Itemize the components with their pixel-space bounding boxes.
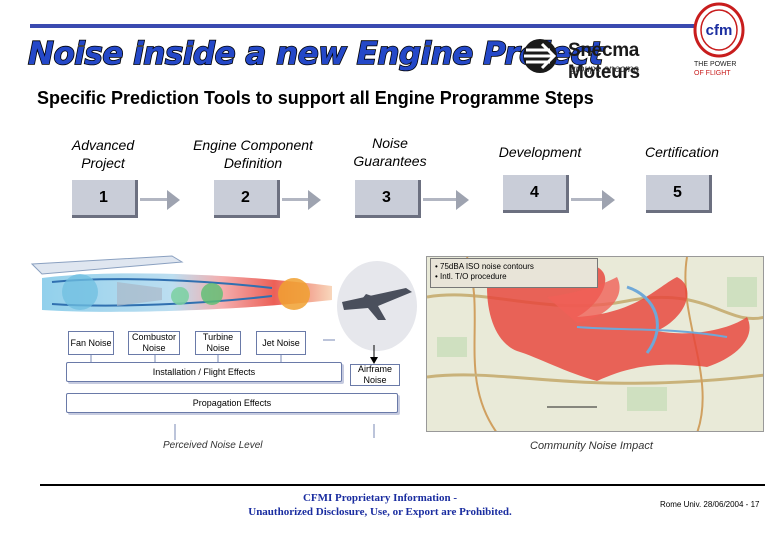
cfm-logo-icon: cfm — [693, 2, 745, 58]
cfm-tagline: THE POWER OF FLIGHT — [694, 60, 754, 78]
footer-rule — [40, 484, 765, 486]
subtitle: Specific Prediction Tools to support all… — [37, 88, 594, 108]
step-arrow-icon — [308, 190, 321, 210]
installation-effects-box: Installation / Flight Effects — [66, 362, 342, 382]
airframe-illustration — [337, 261, 417, 351]
proprietary-notice-line1: CFMI Proprietary Information - — [302, 492, 458, 504]
cfm-logo-text: cfm — [706, 22, 733, 39]
fan-noise-box: Fan Noise — [68, 331, 114, 355]
noise-contour-map — [426, 256, 764, 432]
map-image — [427, 257, 763, 431]
step-connector — [282, 198, 310, 201]
step-label-2: Engine Component Definition — [193, 137, 313, 171]
propagation-effects-box: Propagation Effects — [66, 393, 398, 413]
step-connector — [571, 198, 604, 201]
map-legend: • 75dBA ISO noise contours • Intl. T/O p… — [430, 258, 598, 288]
header-rule — [30, 24, 695, 28]
map-legend-line1: • 75dBA ISO noise contours — [435, 262, 534, 271]
community-noise-caption: Community Noise Impact — [530, 440, 653, 452]
turbine-noise-box: Turbine Noise — [195, 331, 241, 355]
step-box-1: 1 — [72, 180, 138, 218]
step-arrow-icon — [167, 190, 180, 210]
step-box-4: 4 — [503, 175, 569, 213]
connector-lines — [90, 339, 378, 440]
step-label-3: Noise Guarantees — [353, 135, 427, 169]
proprietary-notice-line2: Unauthorized Disclosure, Use, or Export … — [248, 506, 512, 518]
snecma-emblem-icon — [523, 39, 557, 73]
step-arrow-icon — [602, 190, 615, 210]
step-connector — [140, 198, 170, 201]
step-connector — [423, 198, 458, 201]
combustor-noise-box: Combustor Noise — [128, 331, 180, 355]
step-label-5: Certification — [645, 144, 719, 160]
engine-illustration — [30, 255, 332, 312]
step-box-2: 2 — [214, 180, 280, 218]
proprietary-notice: CFMI Proprietary Information - Unauthori… — [230, 491, 530, 519]
perceived-noise-caption: Perceived Noise Level — [163, 440, 263, 451]
slide-footnote: Rome Univ. 28/06/2004 - 17 — [660, 500, 760, 509]
step-box-5: 5 — [646, 175, 712, 213]
map-legend-line2: • Intl. T/O procedure — [435, 272, 507, 281]
company-name: Snecma Moteurs — [568, 40, 640, 83]
step-box-3: 3 — [355, 180, 421, 218]
snecma-logo: Snecma Moteurs groupe snecma — [518, 34, 688, 83]
step-label-1: Advanced Project — [71, 137, 135, 171]
cfm-tagline-line2: OF FLIGHT — [694, 70, 731, 77]
jet-noise-box: Jet Noise — [256, 331, 306, 355]
step-label-4: Development — [498, 144, 582, 160]
page-title: Noise inside a new Engine Project — [27, 35, 604, 73]
step-arrow-icon — [456, 190, 469, 210]
company-group: groupe snecma — [570, 64, 639, 75]
airframe-noise-box: Airframe Noise — [350, 364, 400, 386]
cfm-tagline-line1: THE POWER — [694, 61, 737, 68]
